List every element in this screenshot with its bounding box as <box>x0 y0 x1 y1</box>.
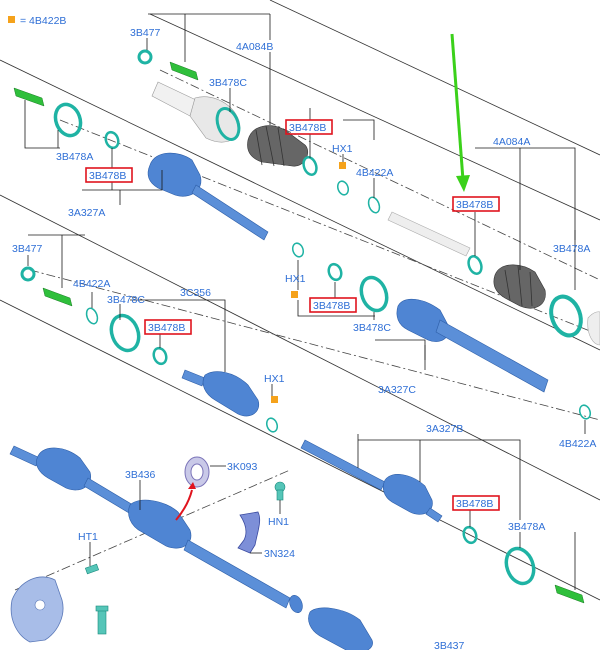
green-clip-top <box>169 61 199 81</box>
label-3b437: 3B437 <box>434 640 465 650</box>
knuckle-bracket <box>10 576 64 643</box>
label-4b422a-right: 4B422A <box>559 438 596 450</box>
clamp-ring-3b478b-center <box>327 262 343 282</box>
red-arrow-head <box>188 482 196 489</box>
label-3b478c-center: 3B478C <box>353 322 391 334</box>
clamp-ring-3b478a-low <box>504 546 536 586</box>
label-3b478b-low: 3B478B <box>456 498 493 510</box>
label-3b436: 3B436 <box>125 469 156 481</box>
green-pointer-arrow <box>450 33 465 181</box>
seal-3b477-top <box>137 49 153 65</box>
seal-3k093 <box>184 456 210 488</box>
green-arrow-head <box>456 175 470 192</box>
label-hx1-mid: HX1 <box>285 273 306 285</box>
clamp-ring-3b478b-top <box>302 156 318 176</box>
leader-lines <box>24 13 586 590</box>
label-3b478c-top: 3B478C <box>209 77 247 89</box>
label-hx1-top: HX1 <box>332 143 353 155</box>
bolt-ht1 <box>84 563 100 575</box>
label-4b422a-top: 4B422A <box>356 167 393 179</box>
label-3b478b-top: 3B478B <box>289 122 326 134</box>
legend-text: = 4B422B <box>20 15 66 27</box>
seal-3b477-mid <box>20 266 36 282</box>
label-hn1: HN1 <box>268 516 289 528</box>
clamp-ring-3b478a-left <box>53 102 83 138</box>
clamp-ring-3b478c-center <box>359 275 389 313</box>
label-3a327a: 3A327A <box>68 207 105 219</box>
cv-joint-4a084a-partial <box>587 311 600 346</box>
boot-4a084b <box>247 125 309 167</box>
label-3b478b-center: 3B478B <box>313 300 350 312</box>
legend-marker <box>8 16 15 23</box>
shaft-3c356 <box>181 369 260 417</box>
label-3a327c: 3A327C <box>378 384 416 396</box>
clamp-ring-hx1-top <box>336 180 350 196</box>
clamp-ring-3b478b-low <box>462 525 478 545</box>
label-3b478a-low: 3B478A <box>508 521 545 533</box>
label-3b478a-right: 3B478A <box>553 243 590 255</box>
shaft-3a327b <box>300 439 443 523</box>
green-clip-mid <box>42 287 73 307</box>
marker-hx1-mid <box>291 291 298 298</box>
highlight-box-3b478b-right <box>452 196 500 212</box>
green-clip-low <box>554 584 585 604</box>
intermediate-shaft <box>387 211 471 257</box>
label-4a084a: 4A084A <box>493 136 530 148</box>
nut-hn1 <box>274 481 286 501</box>
clamp-ring-3b478a-right <box>549 294 583 338</box>
label-3b477-mid: 3B477 <box>12 243 43 255</box>
halfshaft-3b436 <box>9 445 373 650</box>
highlight-box-3b478b-mid <box>144 319 192 335</box>
clamp-ring-3b478c-mid <box>109 313 141 353</box>
section-boundaries <box>0 0 600 601</box>
clamp-ring-hx1-mid <box>291 242 305 258</box>
label-hx1-low: HX1 <box>264 373 285 385</box>
label-3b478b-left: 3B478B <box>89 170 126 182</box>
clamp-ring-3b478b-right <box>467 255 483 275</box>
marker-hx1-top <box>339 162 346 169</box>
green-clip-left <box>13 87 45 107</box>
label-ht1: HT1 <box>78 531 98 543</box>
circlip-4b422a-mid <box>85 307 99 325</box>
shaft-3a327a <box>147 152 269 241</box>
bracket-3n324 <box>237 511 261 554</box>
label-3b478a-left: 3B478A <box>56 151 93 163</box>
marker-hx1-low <box>271 396 278 403</box>
label-3k093: 3K093 <box>227 461 258 473</box>
highlight-box-3b478b-left <box>85 167 133 183</box>
clamp-ring-3b478b-left <box>104 130 120 150</box>
label-4b422a-mid: 4B422A <box>73 278 110 290</box>
highlight-box-3b478b-top <box>285 119 333 135</box>
label-3b478b-right: 3B478B <box>456 199 493 211</box>
shaft-3a327c <box>396 298 549 393</box>
label-4a084b: 4A084B <box>236 41 273 53</box>
label-3c356: 3C356 <box>180 287 211 299</box>
clamp-ring-hx1-low <box>265 417 279 433</box>
label-3a327b: 3A327B <box>426 423 463 435</box>
boot-4a084a <box>493 264 546 309</box>
highlight-box-3b478b-center <box>309 297 357 313</box>
clamp-ring-3b478b-mid <box>152 346 168 366</box>
circlip-4b422a-right <box>578 404 592 420</box>
label-3b477-top: 3B477 <box>130 27 161 39</box>
bolt-low-left <box>95 605 109 635</box>
red-install-arrow <box>175 489 193 521</box>
circlip-4b422a-top <box>367 196 381 214</box>
cv-joint-4a084b <box>151 81 241 143</box>
highlight-box-3b478b-low <box>452 495 500 511</box>
label-3b478b-mid: 3B478B <box>148 322 185 334</box>
label-3n324: 3N324 <box>264 548 295 560</box>
label-3b478c-mid: 3B478C <box>107 294 145 306</box>
